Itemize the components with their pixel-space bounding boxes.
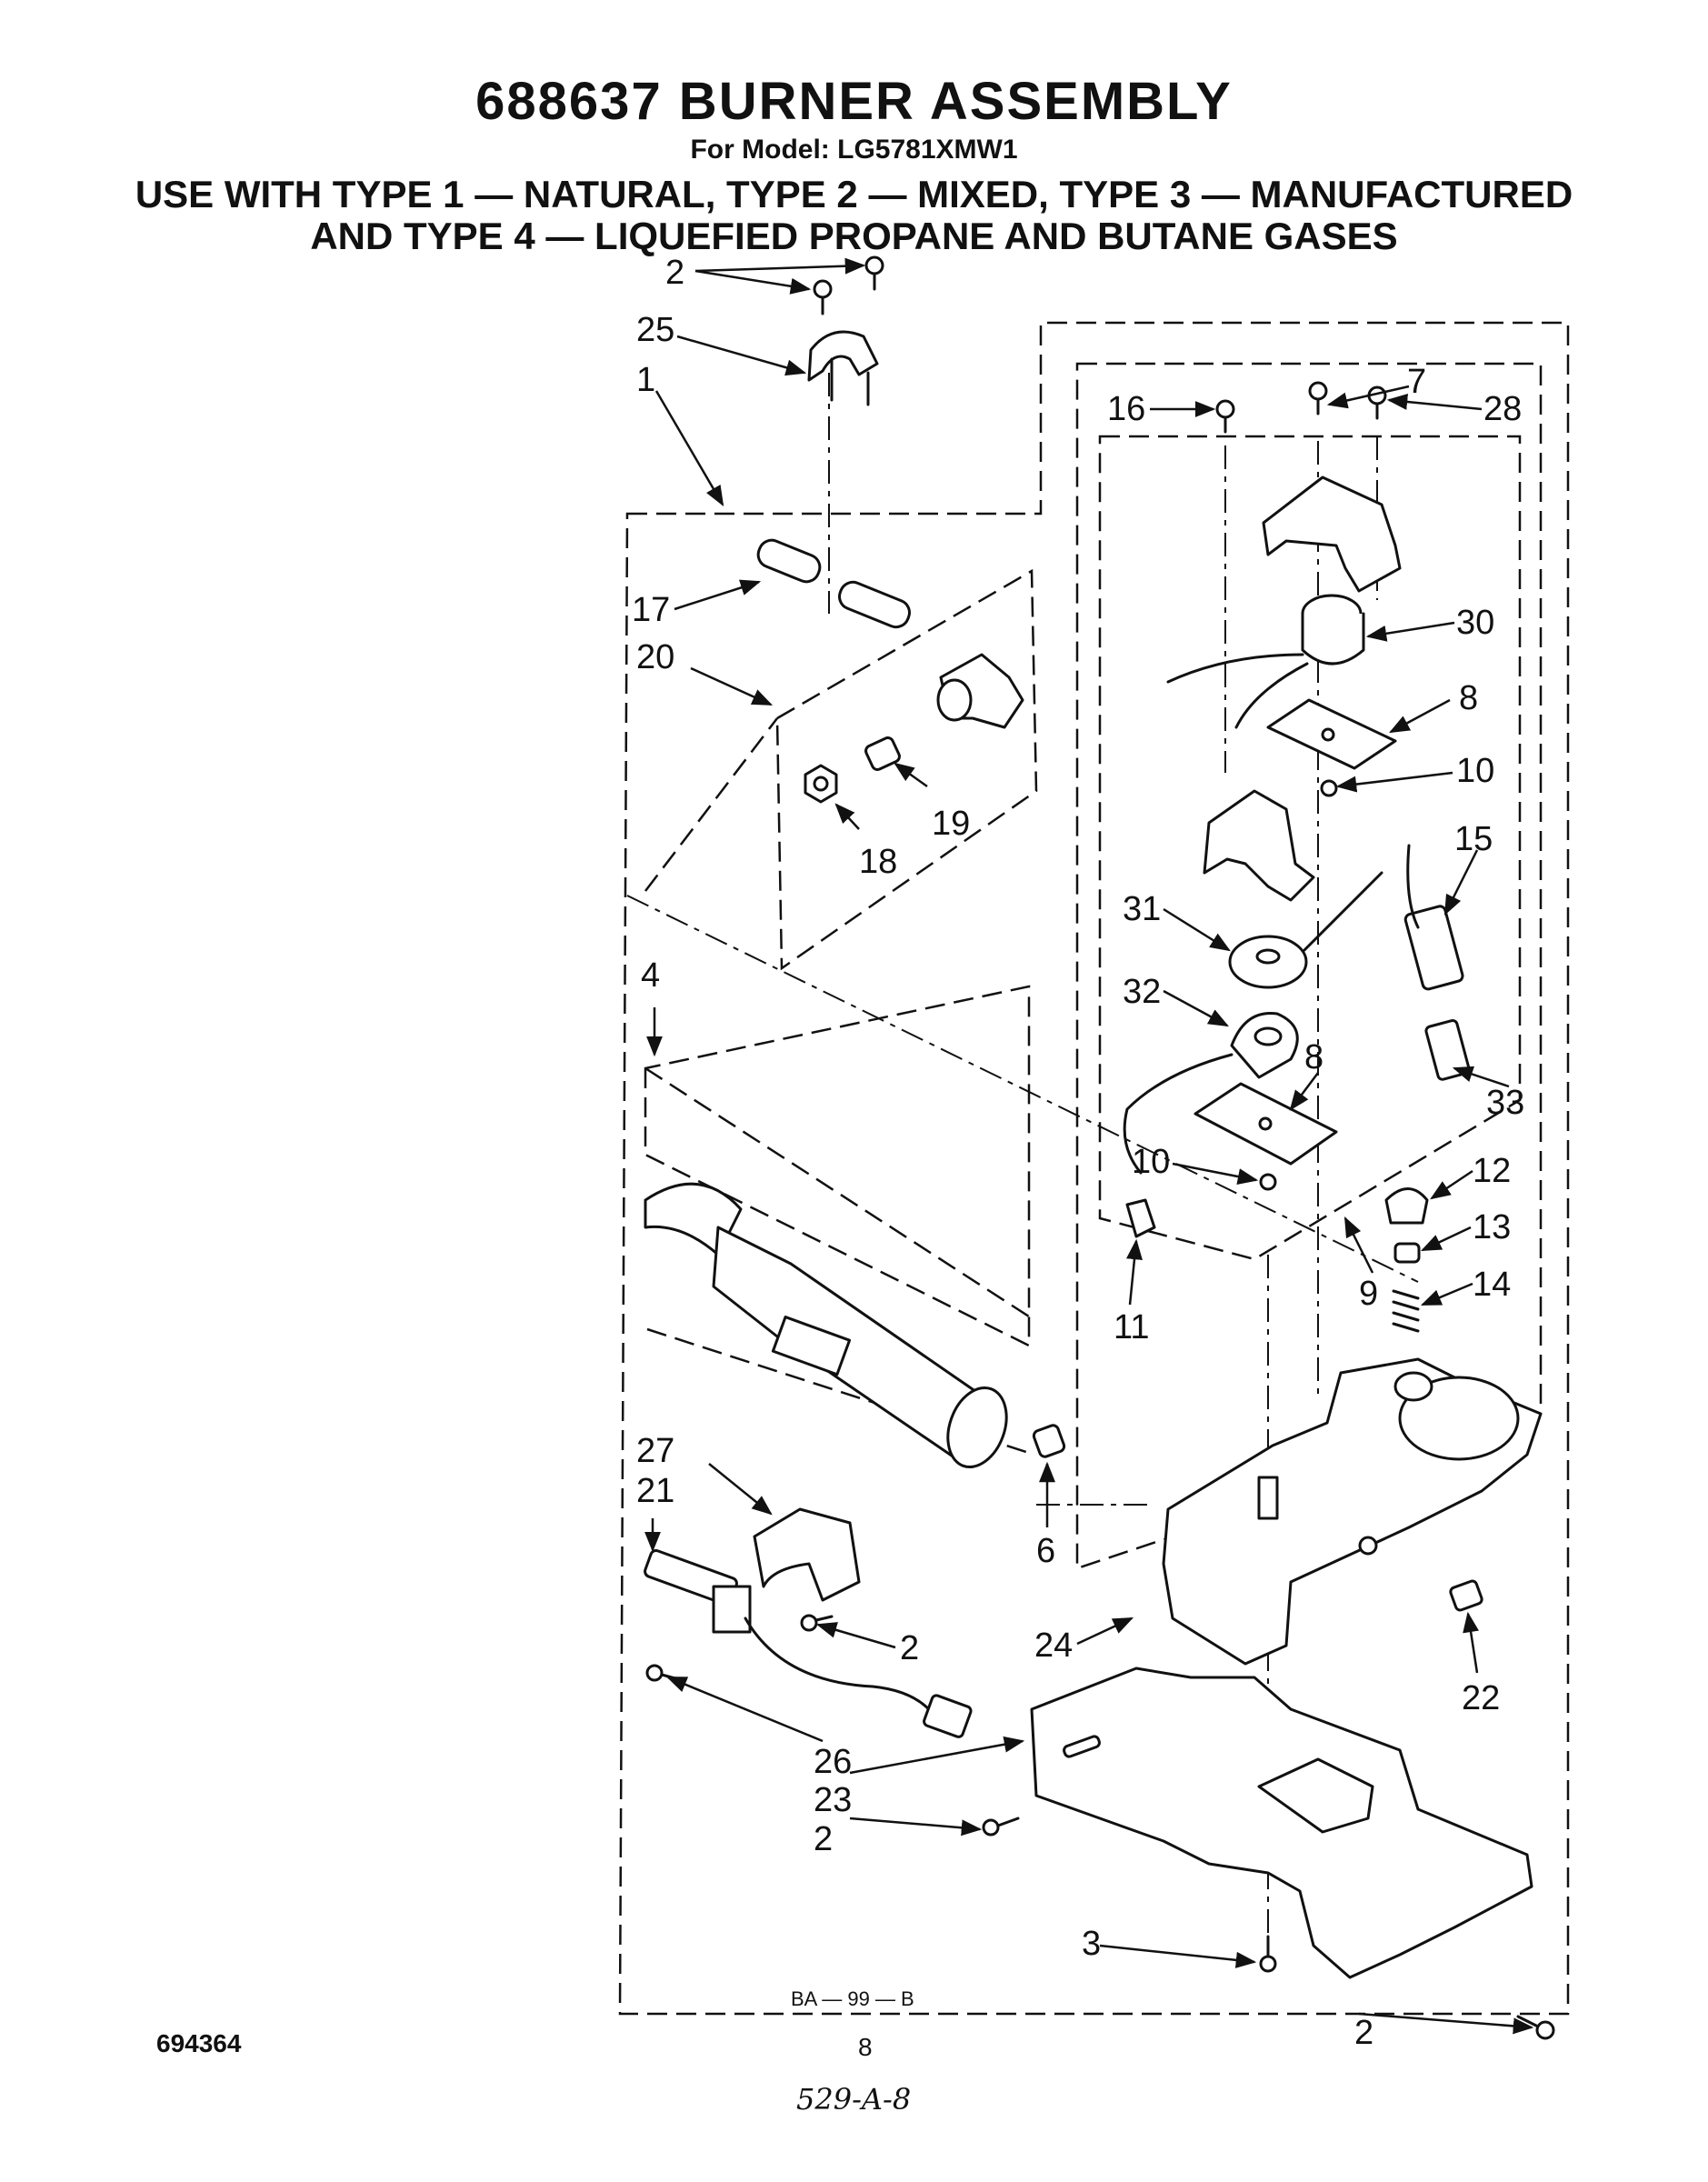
terminal-11-part [1125, 1198, 1156, 1238]
washer-upper [1320, 779, 1338, 797]
gasket-plate-upper [1266, 698, 1397, 770]
callout-22: 22 [1462, 1679, 1500, 1717]
callout-20: 20 [636, 638, 674, 676]
callout-2-top: 2 [665, 254, 684, 292]
fitting-group-boundary [775, 568, 1038, 971]
callout-3: 3 [1082, 1925, 1101, 1963]
pipe-clamp-part [807, 330, 879, 406]
igniter-bracket-part [753, 1507, 861, 1602]
callout-19: 19 [932, 805, 970, 843]
callout-32: 32 [1123, 973, 1161, 1011]
callout-2-bottom: 2 [1354, 2014, 1373, 2052]
gasket-plate-lower [1194, 1082, 1338, 1166]
coil-32-part [1123, 1011, 1299, 1175]
callout-1: 1 [636, 361, 655, 399]
callout-24: 24 [1034, 1626, 1073, 1665]
callout-18: 18 [859, 843, 897, 881]
burner-tube-boundary [644, 985, 1033, 1348]
callout-17: 17 [632, 591, 670, 629]
callout-15: 15 [1454, 820, 1493, 858]
callout-14: 14 [1473, 1266, 1511, 1304]
orifice-6-part [1032, 1424, 1066, 1458]
igniter-part [644, 1548, 973, 1738]
callout-27: 27 [636, 1432, 674, 1470]
inlet-tube-part [756, 538, 911, 629]
burner-group-boundary [644, 717, 778, 892]
callout-11: 11 [1114, 1308, 1149, 1346]
callout-33: 33 [1486, 1084, 1524, 1122]
callout-28: 28 [1483, 390, 1522, 428]
handwritten-note: 529-A-8 [796, 2082, 912, 2117]
callout-2-bracket: 2 [814, 1820, 833, 1858]
callout-25: 25 [636, 311, 674, 349]
plunger-13-part [1393, 1242, 1421, 1264]
callout-10-upper: 10 [1456, 752, 1494, 790]
shutoff-valve-part [936, 653, 1024, 729]
callout-23: 23 [814, 1781, 852, 1819]
orifice-fitting-part [864, 736, 901, 771]
page-number: 8 [858, 2033, 873, 2061]
spring-14-part [1392, 1289, 1420, 1333]
model-label: For Model: LG5781XMW1 [690, 135, 1018, 165]
callout-26: 26 [814, 1743, 852, 1781]
top-bracket-part [1262, 475, 1402, 593]
solenoid-coil-part [1166, 594, 1365, 729]
drawing-code: BA — 99 — B [791, 1987, 914, 2010]
callout-9: 9 [1359, 1275, 1378, 1313]
callout-31: 31 [1123, 890, 1161, 928]
fitting-nut-part [804, 764, 838, 804]
callout-16: 16 [1107, 390, 1145, 428]
callout-2-igniter: 2 [900, 1629, 919, 1667]
callout-12: 12 [1473, 1152, 1511, 1190]
burner-tube-part [644, 1182, 1008, 1469]
valve-coil-boundary [1098, 435, 1522, 1261]
callout-8-upper: 8 [1459, 679, 1478, 717]
cap-12-part [1384, 1187, 1429, 1225]
gas-valve-body [1162, 1357, 1543, 1666]
callout-30: 30 [1456, 604, 1494, 642]
middle-bracket-part [1203, 789, 1315, 902]
coil-31-part [1228, 871, 1383, 989]
callout-6: 6 [1036, 1532, 1055, 1570]
outer-assembly-boundary [618, 321, 1570, 2016]
top-screws [813, 255, 884, 315]
fitting-22-part [1449, 1579, 1483, 1612]
callout-7: 7 [1407, 363, 1426, 401]
document-number: 694364 [156, 2029, 242, 2057]
callout-13: 13 [1473, 1208, 1511, 1246]
washer-lower [1259, 1173, 1277, 1191]
gas-types-line-1: USE WITH TYPE 1 — NATURAL, TYPE 2 — MIXE… [135, 173, 1573, 215]
callout-8-lower: 8 [1304, 1038, 1323, 1076]
page-title: 688637 BURNER ASSEMBLY [475, 72, 1233, 131]
wire-connector-part [1403, 844, 1464, 991]
callout-21: 21 [636, 1472, 674, 1510]
mounting-bracket-part [1030, 1667, 1533, 1979]
callout-4: 4 [641, 956, 660, 995]
gas-types-line-2: AND TYPE 4 — LIQUEFIED PROPANE AND BUTAN… [310, 215, 1398, 257]
callout-10-lower: 10 [1132, 1143, 1170, 1181]
